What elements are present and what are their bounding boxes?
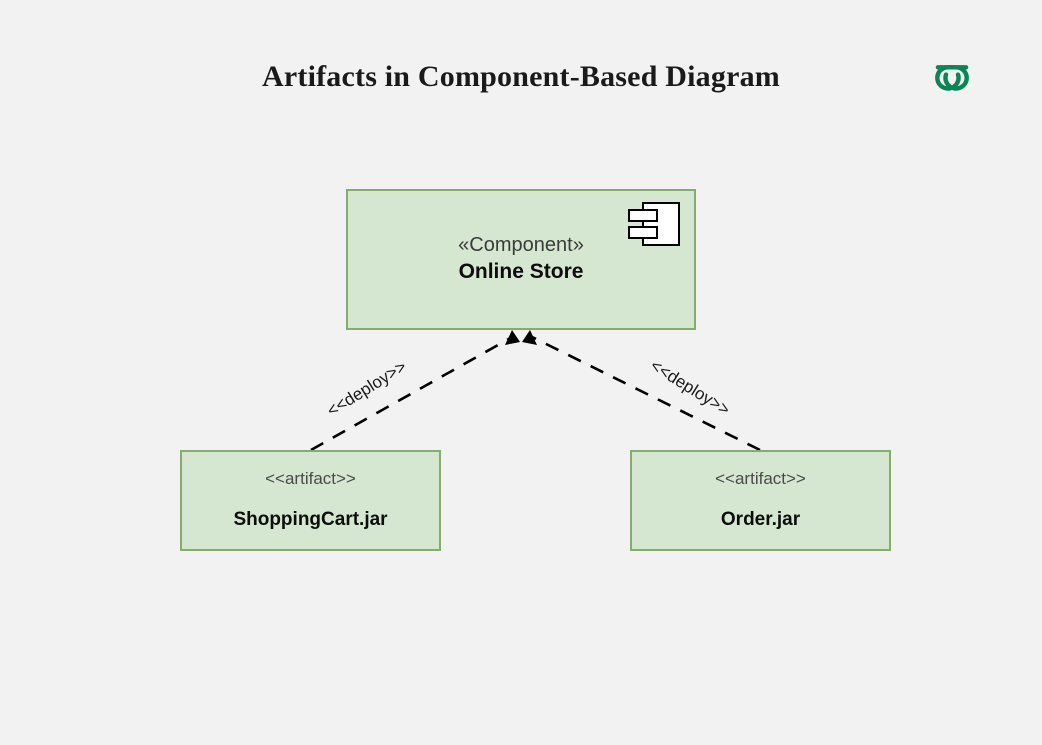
- geeksforgeeks-logo-icon: [935, 65, 969, 91]
- page-title: Artifacts in Component-Based Diagram: [262, 60, 780, 93]
- arrowhead-deploy-order: [522, 330, 537, 345]
- component-node-online-store[interactable]: «Component» Online Store: [346, 189, 696, 330]
- artifact-stereotype: <<artifact>>: [715, 469, 806, 489]
- edge-label-deploy-order: <<deploy>>: [647, 355, 734, 420]
- component-name: Online Store: [458, 260, 584, 284]
- artifact-name-shopping-cart: ShoppingCart.jar: [233, 508, 388, 530]
- arrowhead-deploy-shopping-cart: [505, 330, 520, 345]
- edge-label-deploy-shopping-cart: <<deploy>>: [323, 356, 410, 421]
- artifact-stereotype: <<artifact>>: [265, 469, 356, 489]
- artifact-name-order: Order.jar: [720, 508, 801, 530]
- edge-deploy-order: [529, 334, 761, 452]
- artifact-node-shopping-cart[interactable]: <<artifact>> ShoppingCart.jar: [180, 450, 441, 551]
- uml-component-icon: [627, 201, 681, 247]
- component-stereotype: «Component»: [458, 234, 584, 257]
- geeksforgeeks-logo: [921, 47, 983, 91]
- artifact-node-order[interactable]: <<artifact>> Order.jar: [630, 450, 891, 551]
